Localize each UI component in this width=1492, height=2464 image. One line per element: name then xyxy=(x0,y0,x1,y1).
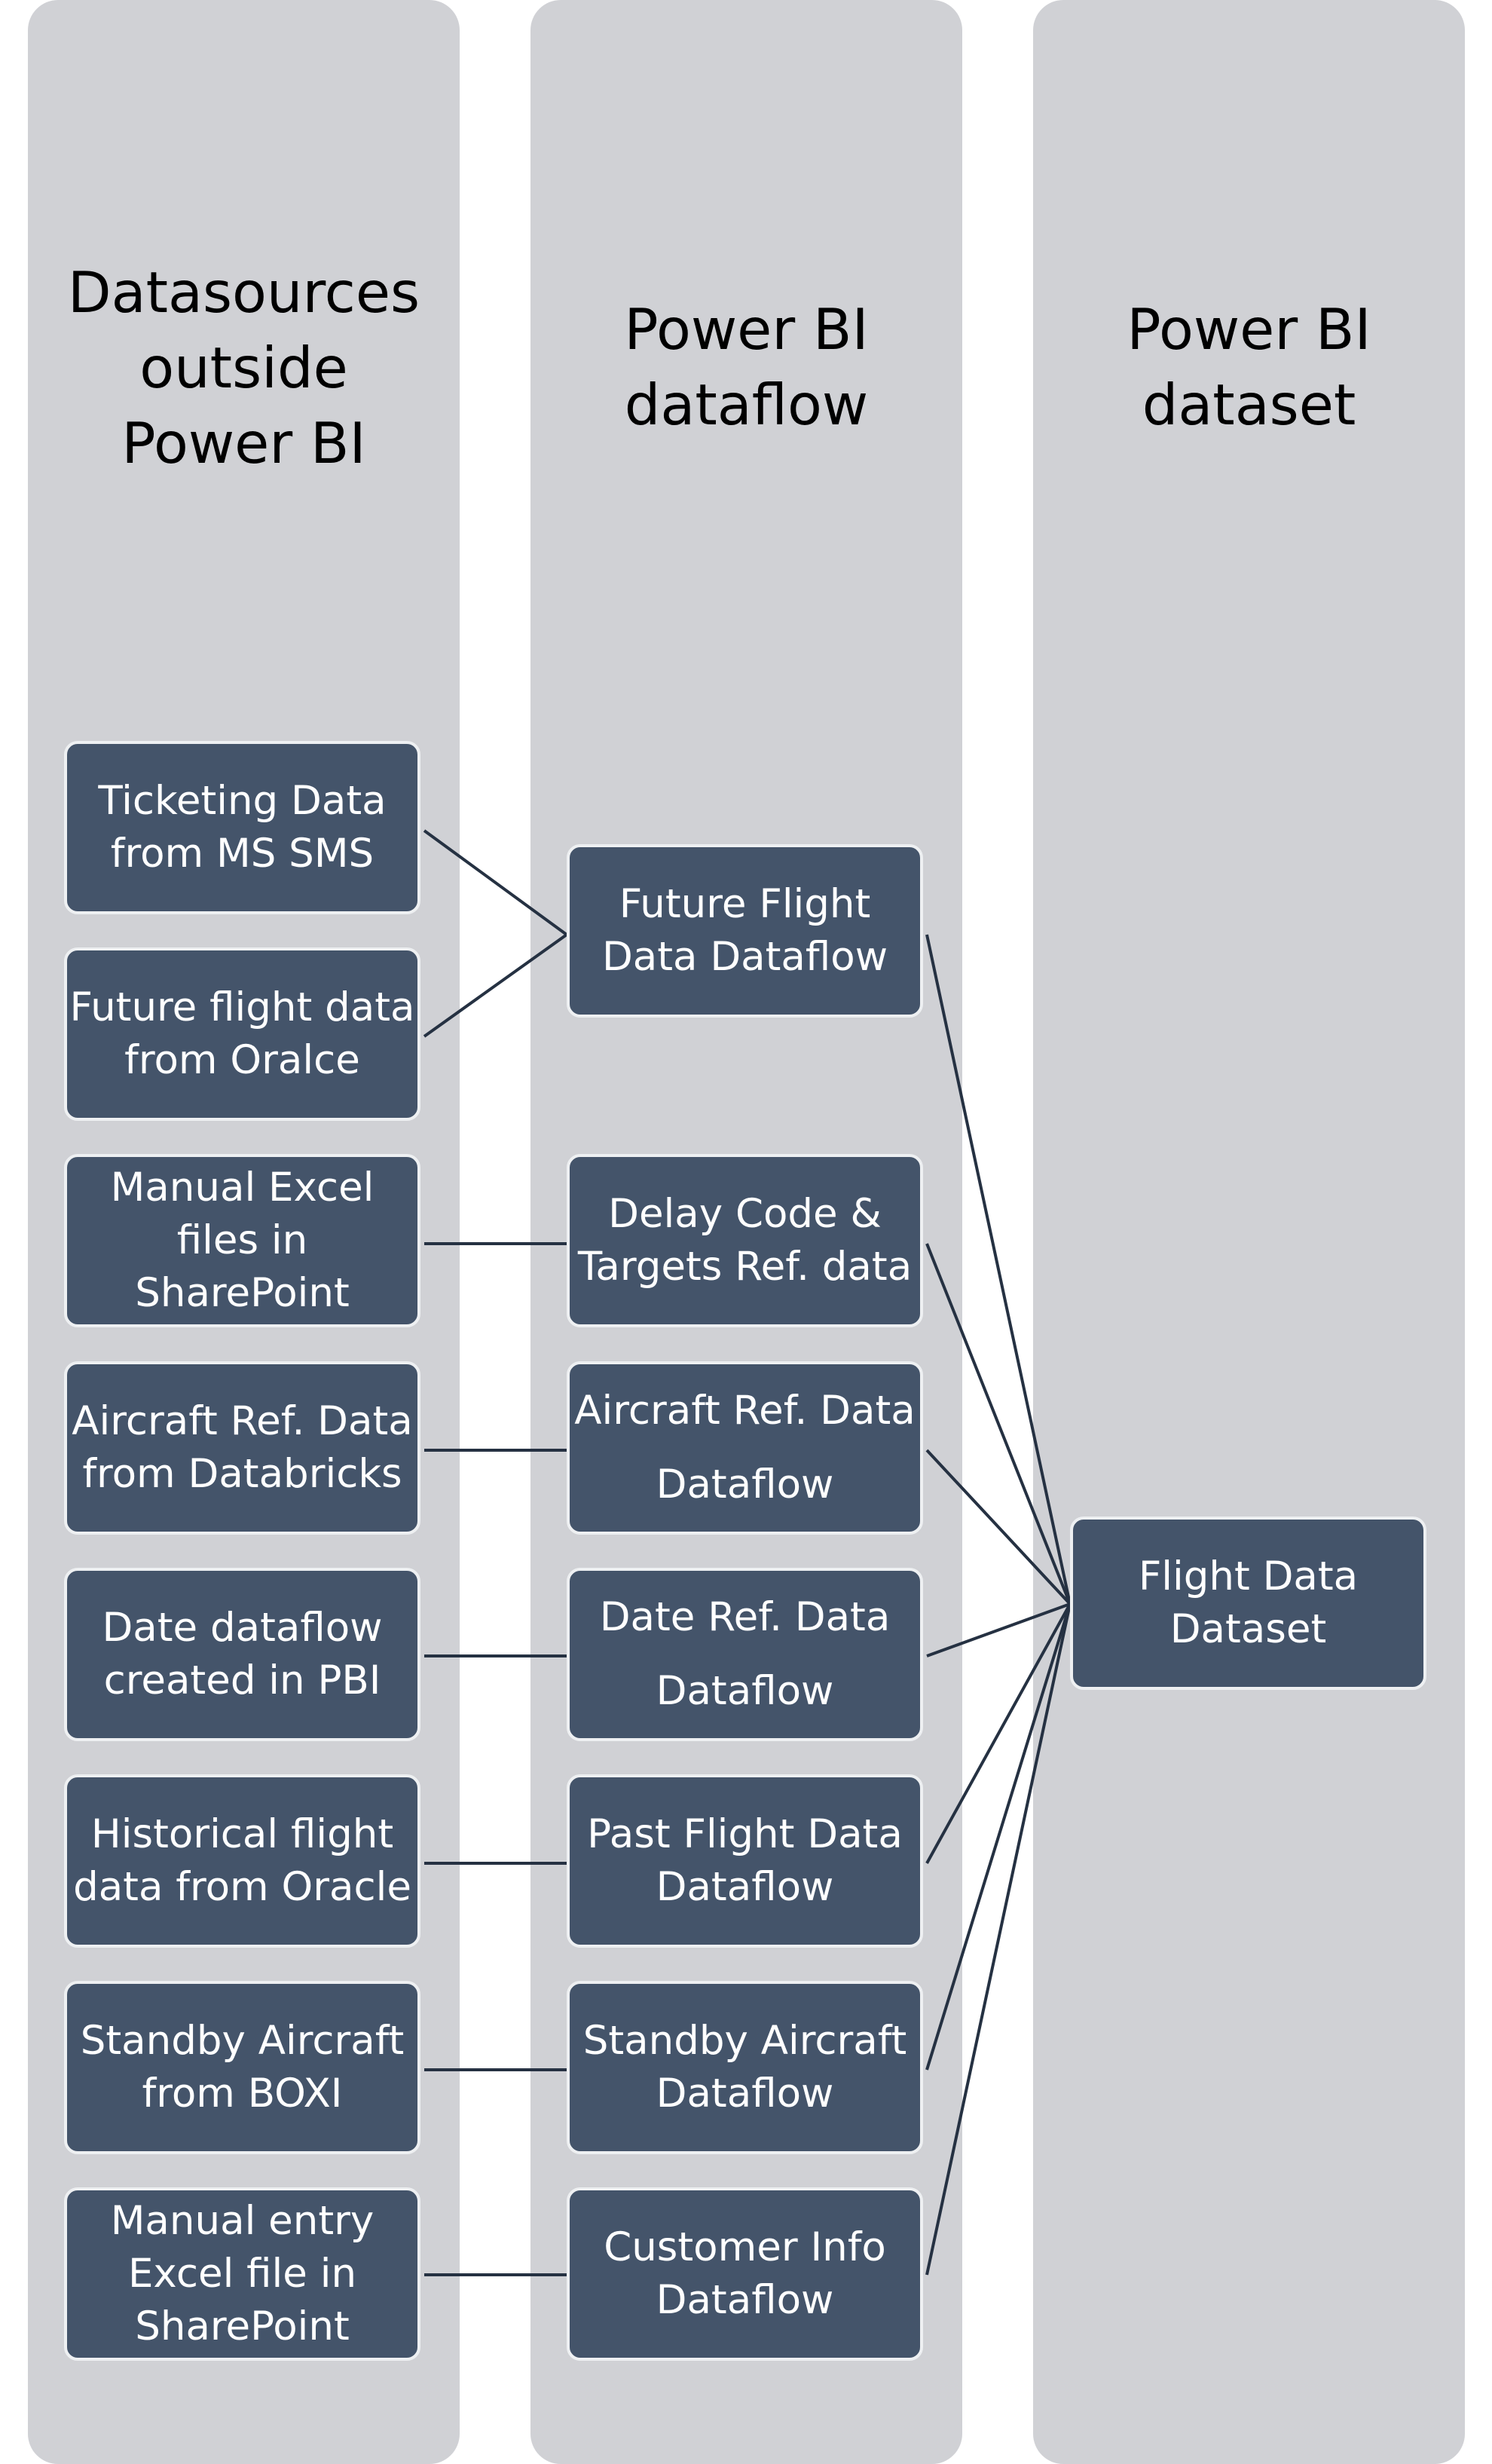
dataflow-node-standby-aircraft: Standby Aircraft Dataflow xyxy=(567,1981,923,2154)
node-label: Standby Aircraft xyxy=(80,2018,405,2064)
header-line: dataflow xyxy=(624,372,869,438)
node-label: Dataset xyxy=(1169,1606,1327,1652)
node-label: Excel file in xyxy=(127,2251,357,2297)
connector-line xyxy=(423,933,568,1038)
node-label: Customer Info xyxy=(604,2224,886,2270)
dataset-node-flight-data: Flight Data Dataset xyxy=(1070,1517,1426,1690)
connector-line xyxy=(926,1602,1071,1657)
source-node-manual-excel: Manual Excel files in SharePoint xyxy=(64,1154,420,1327)
node-label: Dataflow xyxy=(656,1864,834,1910)
header-line: dataset xyxy=(1142,372,1356,438)
node-label: from Databricks xyxy=(82,1451,402,1497)
node-label: Date dataflow xyxy=(102,1605,383,1651)
source-node-historical-flight: Historical flight data from Oracle xyxy=(64,1774,420,1948)
source-node-future-flight: Future flight data from Oralce xyxy=(64,947,420,1121)
source-node-date-dataflow: Date dataflow created in PBI xyxy=(64,1568,420,1741)
node-label: from MS SMS xyxy=(110,831,375,877)
node-label: Data Dataflow xyxy=(601,934,888,980)
node-label: Dataflow xyxy=(656,1668,834,1714)
node-label: Future flight data xyxy=(69,984,415,1030)
dataflow-node-date-ref: Date Ref. Data Dataflow xyxy=(567,1568,923,1741)
node-label: files in xyxy=(176,1217,308,1263)
header-line: Power BI xyxy=(121,410,366,476)
node-label: SharePoint xyxy=(135,2303,350,2349)
column-dataset: Power BI dataset xyxy=(1033,0,1465,2464)
column-header-datasources: Datasources outside Power BI xyxy=(28,255,460,481)
node-label: Dataflow xyxy=(656,2277,834,2323)
header-line: outside xyxy=(139,335,348,401)
connector-line xyxy=(925,934,1072,1605)
source-node-manual-entry: Manual entry Excel file in SharePoint xyxy=(64,2187,420,2361)
node-label: from Oralce xyxy=(124,1037,360,1083)
connector-line xyxy=(925,1449,1072,1605)
node-label: Aircraft Ref. Data xyxy=(72,1398,413,1444)
column-header-dataset: Power BI dataset xyxy=(1033,292,1465,442)
node-label: Dataflow xyxy=(656,1462,834,1507)
node-label: Past Flight Data xyxy=(587,1811,903,1857)
dataflow-node-delay-code: Delay Code & Targets Ref. data xyxy=(567,1154,923,1327)
node-label: Date Ref. Data xyxy=(599,1594,891,1640)
header-line: Datasources xyxy=(67,259,420,326)
node-label: SharePoint xyxy=(135,1270,350,1316)
node-label: from BOXI xyxy=(142,2071,343,2117)
source-node-ticketing: Ticketing Data from MS SMS xyxy=(64,741,420,914)
node-label: Manual Excel xyxy=(110,1165,375,1211)
header-line: Power BI xyxy=(624,296,869,363)
dataflow-node-aircraft-ref: Aircraft Ref. Data Dataflow xyxy=(567,1361,923,1535)
connector-line xyxy=(925,1243,1072,1605)
connector-line xyxy=(925,1603,1072,2276)
dataflow-node-customer-info: Customer Info Dataflow xyxy=(567,2187,923,2361)
node-label: Manual entry xyxy=(110,2198,375,2244)
node-label: Ticketing Data xyxy=(98,778,387,824)
column-header-dataflow: Power BI dataflow xyxy=(530,292,962,442)
node-label: Dataflow xyxy=(656,2071,834,2117)
node-label: Targets Ref. data xyxy=(577,1244,913,1290)
source-node-aircraft-ref: Aircraft Ref. Data from Databricks xyxy=(64,1361,420,1535)
node-label: data from Oracle xyxy=(73,1864,411,1910)
connector-line xyxy=(925,1603,1072,1864)
connector-line xyxy=(423,829,568,936)
node-label: created in PBI xyxy=(103,1657,381,1703)
node-label: Standby Aircraft xyxy=(582,2018,907,2064)
node-label: Flight Data xyxy=(1138,1553,1359,1599)
connector-line xyxy=(925,1603,1072,2071)
node-label: Aircraft Ref. Data xyxy=(574,1388,916,1434)
node-label: Delay Code & xyxy=(608,1191,882,1237)
node-label: Future Flight xyxy=(619,881,871,927)
dataflow-node-future-flight: Future Flight Data Dataflow xyxy=(567,844,923,1018)
header-line: Power BI xyxy=(1127,296,1371,363)
source-node-standby-aircraft: Standby Aircraft from BOXI xyxy=(64,1981,420,2154)
dataflow-node-past-flight: Past Flight Data Dataflow xyxy=(567,1774,923,1948)
node-label: Historical flight xyxy=(90,1811,394,1857)
